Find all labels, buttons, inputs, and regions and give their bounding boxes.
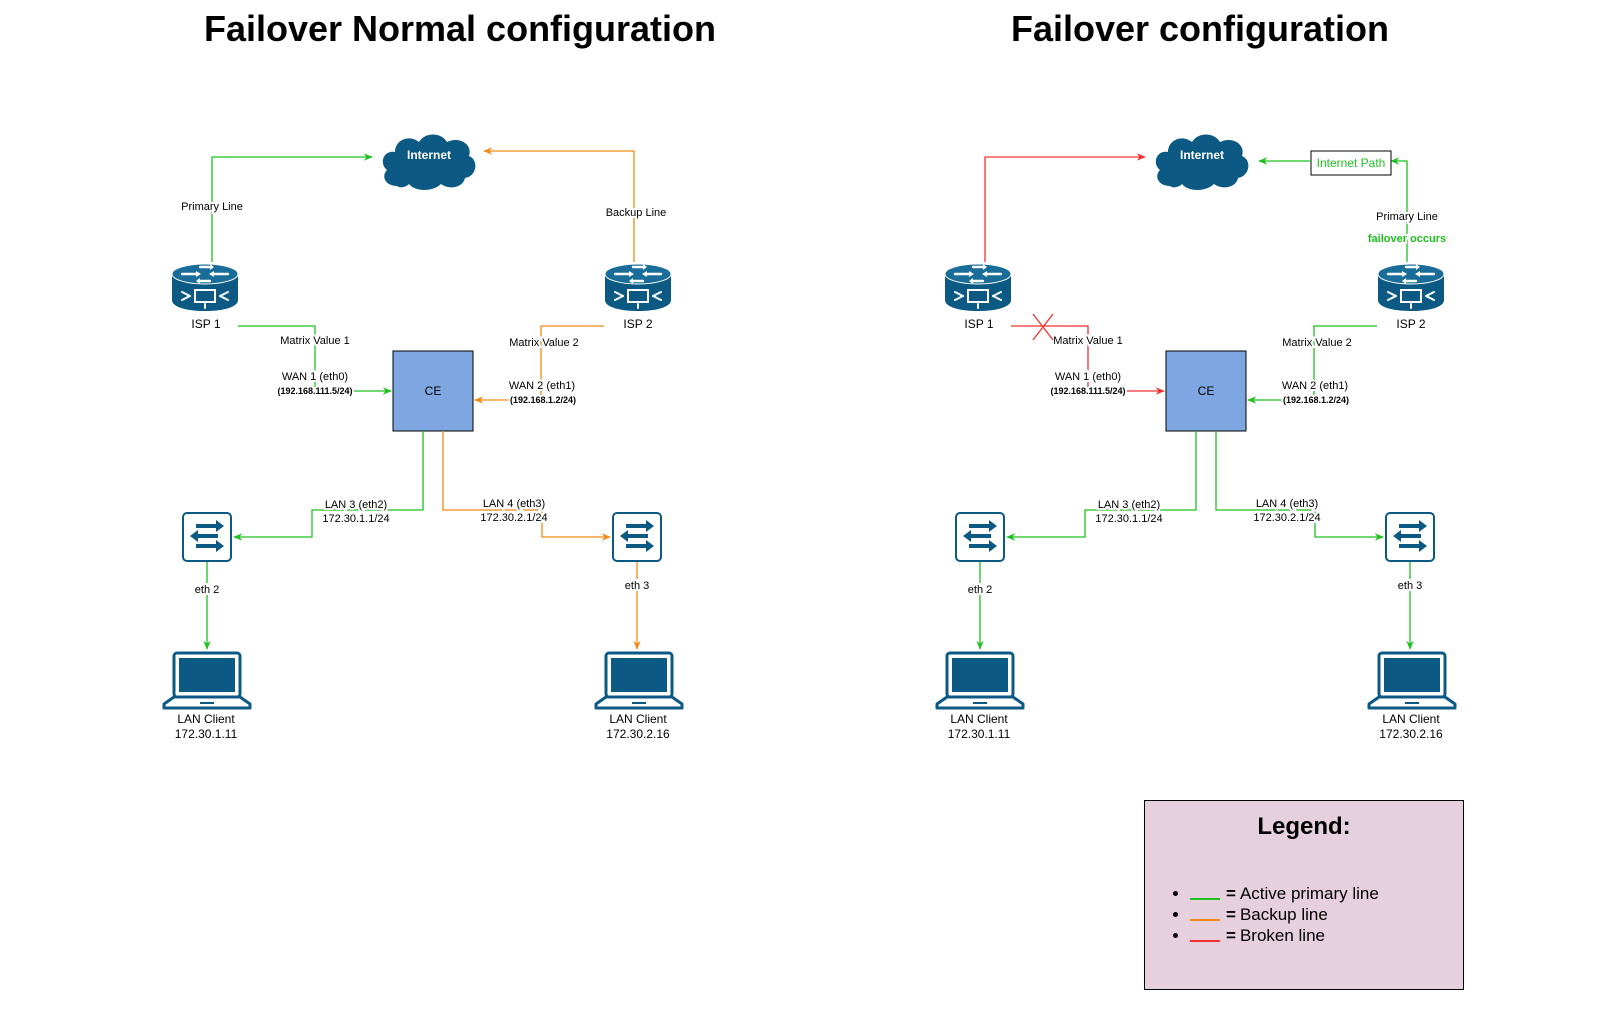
internet-cloud-icon — [1155, 134, 1249, 190]
isp2-label: ISP 2 — [623, 317, 652, 331]
red-line-swatch — [1190, 939, 1220, 942]
laptop-right-icon — [594, 651, 684, 710]
isp2-router-icon — [603, 262, 673, 312]
isp2-router-icon — [1376, 262, 1446, 312]
wan2-link — [1247, 325, 1377, 404]
legend-label: Active primary line — [1239, 884, 1379, 903]
legend-equals: = — [1226, 884, 1236, 903]
switch-right-icon — [1385, 512, 1435, 562]
wan1-label: WAN 1 (eth0) — [1055, 371, 1121, 383]
isp1-router-icon — [943, 262, 1013, 312]
isp1-label: ISP 1 — [191, 317, 220, 331]
matrix1-label: Matrix Value 1 — [1053, 335, 1123, 347]
legend-box: Legend: = Active primary line = Backup l… — [1144, 800, 1464, 990]
legend-list: = Active primary line = Backup line = Br… — [1173, 883, 1379, 946]
wan1-link — [1011, 325, 1165, 395]
eth3-label: eth 3 — [1398, 580, 1422, 592]
client2-ip: 172.30.2.16 — [606, 727, 670, 741]
lan3-label: LAN 3 (eth2) — [325, 499, 387, 511]
laptop-right-icon — [1367, 651, 1457, 710]
wan2-ip: (192.168.1.2/24) — [1283, 395, 1349, 405]
internet-label: Internet — [1180, 148, 1224, 162]
isp2-uplink — [483, 147, 635, 262]
lan3-link — [233, 431, 424, 541]
client2-ip: 172.30.2.16 — [1379, 727, 1443, 741]
bullet-icon — [1173, 933, 1178, 938]
legend-item-active: = Active primary line — [1173, 883, 1379, 904]
broken-link-x-icon — [1032, 313, 1054, 341]
wan1-ip: (192.168.111.5/24) — [277, 386, 352, 396]
legend-item-broken: = Broken line — [1173, 925, 1379, 946]
ce-label: CE — [1198, 384, 1215, 398]
internet-label: Internet — [407, 148, 451, 162]
lan3-label: LAN 3 (eth2) — [1098, 499, 1160, 511]
wan2-label: WAN 2 (eth1) — [1282, 380, 1348, 392]
failover-occurs-label: failover occurs — [1368, 233, 1446, 245]
client1-ip: 172.30.1.11 — [175, 727, 238, 741]
primary-line-label: Primary Line — [181, 201, 243, 213]
matrix1-label: Matrix Value 1 — [280, 335, 350, 347]
wan1-label: WAN 1 (eth0) — [282, 371, 348, 383]
ce-box — [392, 350, 474, 432]
client1-label: LAN Client — [177, 712, 235, 726]
legend-equals: = — [1226, 905, 1236, 924]
wan1-link — [238, 325, 392, 395]
legend-item-backup: = Backup line — [1173, 904, 1379, 925]
ce-label: CE — [425, 384, 442, 398]
green-line-swatch — [1190, 897, 1220, 900]
isp2-label: ISP 2 — [1396, 317, 1425, 331]
internet-cloud-icon — [382, 134, 476, 190]
wan1-ip: (192.168.111.5/24) — [1050, 386, 1125, 396]
eth2-label: eth 2 — [968, 584, 992, 596]
matrix2-label: Matrix Value 2 — [509, 337, 579, 349]
client1-ip: 172.30.1.11 — [948, 727, 1011, 741]
wan2-link — [474, 325, 604, 404]
bullet-icon — [1173, 891, 1178, 896]
lan4-link — [1215, 431, 1384, 541]
client2-label: LAN Client — [609, 712, 667, 726]
eth3-label: eth 3 — [625, 580, 649, 592]
lan4-ip: 172.30.2.1/24 — [1253, 512, 1320, 524]
lan4-link — [442, 431, 611, 541]
lan4-label: LAN 4 (eth3) — [483, 498, 545, 510]
client2-label: LAN Client — [1382, 712, 1440, 726]
title-failover-config: Failover configuration — [1010, 8, 1390, 49]
primary-line-label: Primary Line — [1376, 211, 1438, 223]
eth2-label: eth 2 — [195, 584, 219, 596]
orange-line-swatch — [1190, 918, 1220, 921]
wan2-label: WAN 2 (eth1) — [509, 380, 575, 392]
lan3-link — [1006, 431, 1197, 541]
wan2-ip: (192.168.1.2/24) — [510, 395, 576, 405]
laptop-left-icon — [162, 651, 252, 710]
lan4-ip: 172.30.2.1/24 — [480, 512, 547, 524]
lan3-ip: 172.30.1.1/24 — [1095, 513, 1162, 525]
isp1-uplink — [211, 153, 373, 262]
internet-path-label: Internet Path — [1317, 156, 1386, 170]
legend-label: Backup line — [1239, 905, 1328, 924]
legend-equals: = — [1226, 926, 1236, 945]
internet-path-box — [1310, 150, 1392, 176]
switch-left-icon — [955, 512, 1005, 562]
switch-right-icon — [612, 512, 662, 562]
ce-box — [1165, 350, 1247, 432]
backup-line-label: Backup Line — [606, 207, 667, 219]
matrix2-label: Matrix Value 2 — [1282, 337, 1352, 349]
lan4-label: LAN 4 (eth3) — [1256, 498, 1318, 510]
switch-left-icon — [182, 512, 232, 562]
isp1-label: ISP 1 — [964, 317, 993, 331]
isp1-uplink — [984, 153, 1146, 262]
bullet-icon — [1173, 912, 1178, 917]
laptop-left-icon — [935, 651, 1025, 710]
legend-title: Legend: — [1257, 813, 1351, 840]
legend-label: Broken line — [1239, 926, 1325, 945]
isp2-uplink — [1390, 157, 1408, 262]
isp1-router-icon — [170, 262, 240, 312]
title-normal-config: Failover Normal configuration — [203, 8, 717, 49]
lan3-ip: 172.30.1.1/24 — [322, 513, 389, 525]
client1-label: LAN Client — [950, 712, 1008, 726]
